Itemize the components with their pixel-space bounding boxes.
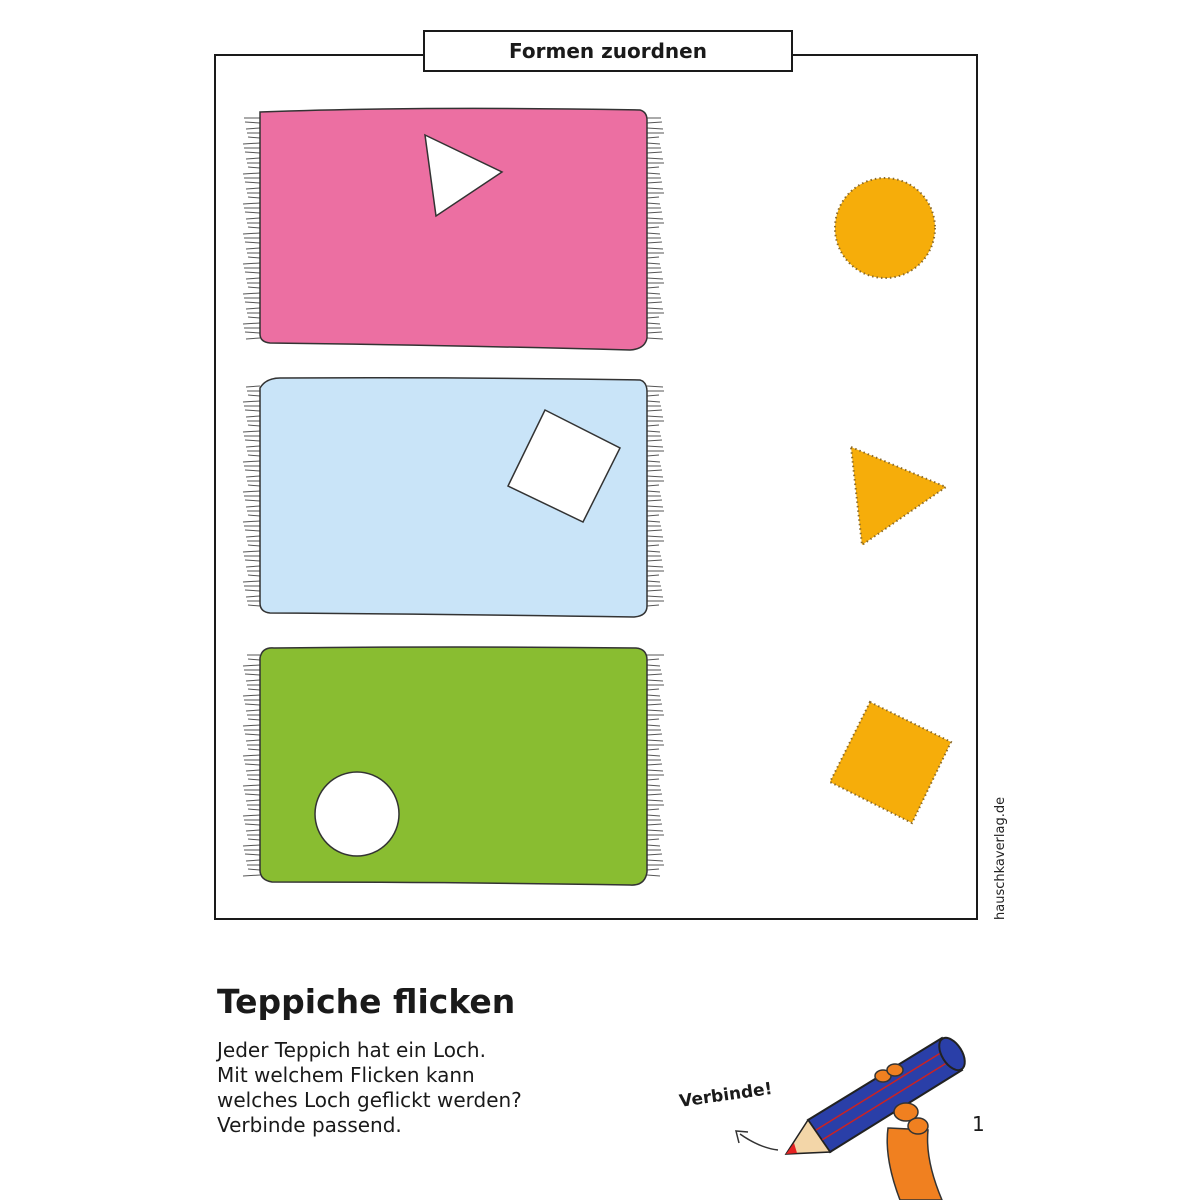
rug-fringe [242, 654, 664, 877]
triangle-patch[interactable] [849, 445, 949, 547]
patch-shape [851, 447, 946, 545]
square-patch[interactable] [828, 700, 953, 825]
patch-frayed-edge [828, 700, 953, 825]
square-hole[interactable] [506, 408, 622, 523]
section-header-label: Formen zuordnen [509, 39, 707, 63]
rug-blue[interactable] [242, 377, 664, 618]
rug-body [259, 107, 648, 351]
rug-pink[interactable] [242, 107, 664, 351]
section-header: Formen zuordnen [423, 30, 793, 72]
patch-shape [830, 702, 951, 823]
instruction-line: Jeder Teppich hat ein Loch. [217, 1038, 486, 1062]
instruction-line: Mit welchem Flicken kann [217, 1063, 475, 1087]
rug-green[interactable] [242, 646, 664, 886]
task-instructions: Jeder Teppich hat ein Loch. Mit welchem … [217, 1038, 522, 1138]
patch-frayed-edge [834, 177, 936, 279]
patch-shape [835, 178, 935, 278]
circle-hole[interactable] [314, 771, 400, 857]
instruction-line: Verbinde passend. [217, 1113, 402, 1137]
task-title: Teppiche flicken [217, 982, 516, 1021]
triangle-hole[interactable] [424, 133, 504, 218]
rug-fringe [242, 117, 664, 340]
patch-frayed-edge [849, 445, 949, 547]
publisher-url: hauschkaverlag.de [993, 796, 1008, 920]
circle-patch[interactable] [834, 177, 936, 279]
page-number: 1 [972, 1112, 985, 1136]
instruction-line: welches Loch geflickt werden? [217, 1088, 522, 1112]
rug-fringe [242, 385, 664, 607]
arrow-icon [735, 1130, 779, 1151]
pencil-hand-icon [784, 1036, 966, 1200]
rug-body [259, 646, 648, 886]
